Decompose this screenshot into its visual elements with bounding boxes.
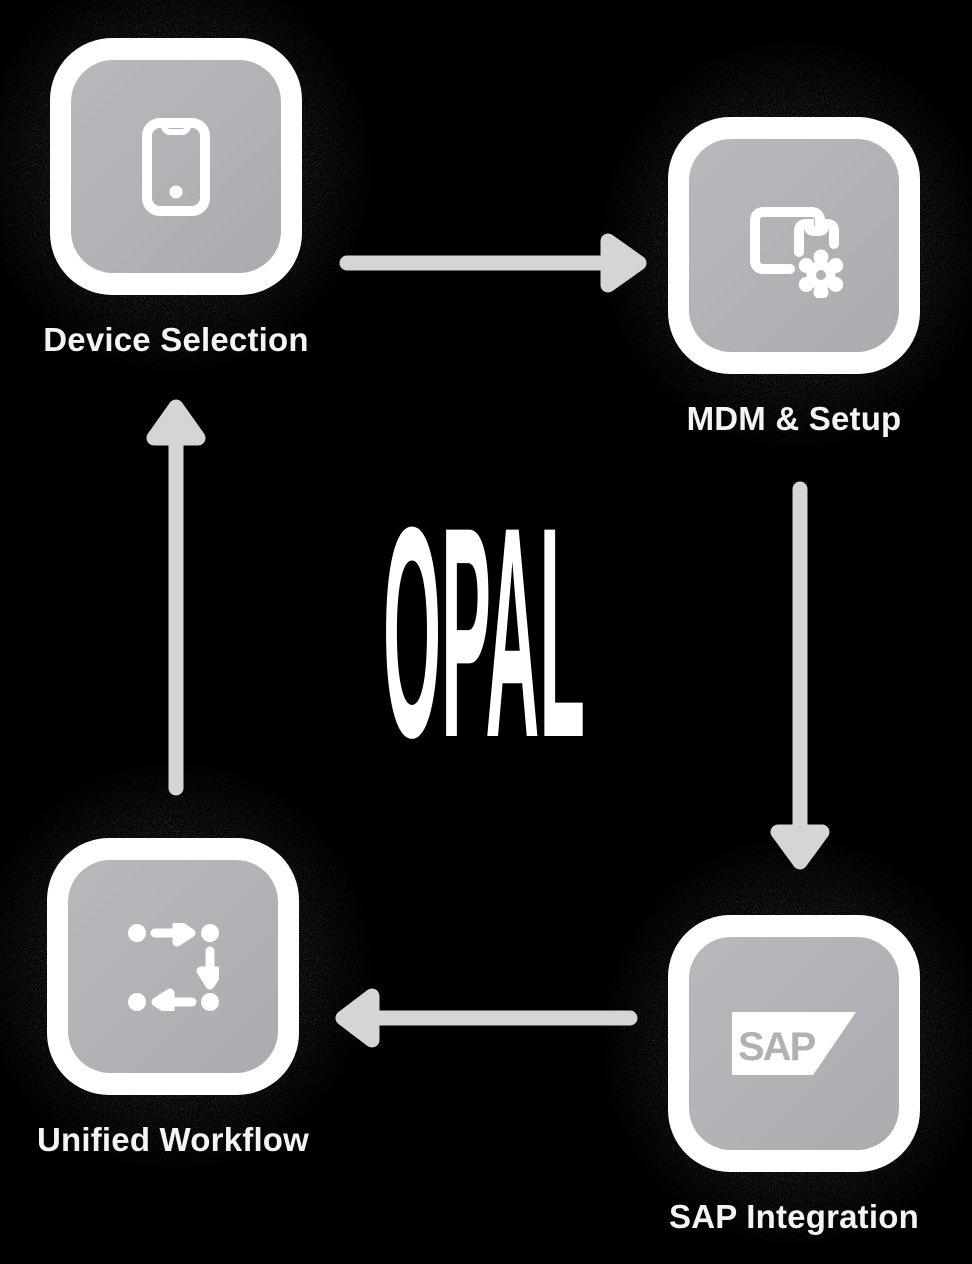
device-selection-label: Device Selection bbox=[43, 321, 309, 358]
smartphone-icon bbox=[142, 117, 210, 216]
arrow-sap-to-workflow bbox=[335, 988, 638, 1048]
sap-integration-label: SAP Integration bbox=[669, 1198, 919, 1235]
sap-integration-card: SAP bbox=[668, 915, 920, 1172]
sap-integration-tile: SAP bbox=[689, 937, 899, 1150]
workflow-cycle-icon bbox=[128, 922, 219, 1011]
device-selection-card bbox=[50, 38, 302, 295]
mdm-setup-label: MDM & Setup bbox=[686, 400, 902, 437]
mdm-setup-card bbox=[668, 117, 920, 374]
mdm-setup-tile bbox=[689, 139, 899, 352]
node-device-selection: Device Selection bbox=[43, 38, 309, 359]
node-unified-workflow: Unified Workflow bbox=[37, 838, 309, 1159]
unified-workflow-card bbox=[47, 838, 299, 1095]
arrow-mdm-to-sap bbox=[770, 481, 830, 870]
unified-workflow-tile bbox=[68, 860, 278, 1073]
arrow-device-to-mdm bbox=[339, 233, 647, 293]
opal-logo: OPAL bbox=[383, 464, 585, 800]
sap-logo-icon: SAP bbox=[732, 1012, 856, 1075]
device-selection-tile bbox=[71, 60, 281, 273]
node-sap-integration: SAP SAP Integration bbox=[668, 915, 920, 1236]
node-mdm-setup: MDM & Setup bbox=[668, 117, 920, 438]
device-settings-icon bbox=[750, 206, 844, 298]
unified-workflow-label: Unified Workflow bbox=[36, 1121, 310, 1158]
arrow-workflow-to-device bbox=[146, 399, 206, 796]
sap-logo-text: SAP bbox=[738, 1025, 816, 1069]
